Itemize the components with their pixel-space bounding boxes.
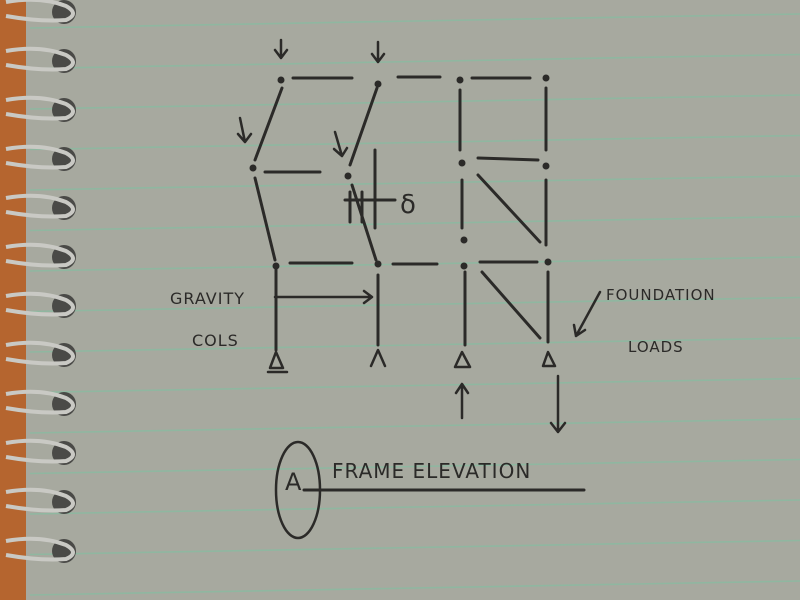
frame-elevation-drawing (253, 75, 550, 352)
ruled-line (29, 94, 800, 110)
frame-joint (374, 80, 382, 88)
frame-joint (458, 159, 466, 167)
frame-joint (272, 262, 280, 270)
ruled-line (29, 215, 800, 232)
load-arrows (236, 38, 602, 434)
gravity-arrow (273, 289, 374, 305)
brace-lower (480, 270, 542, 340)
frame-joint (344, 172, 352, 180)
ruled-line (29, 377, 800, 394)
ruled-line (29, 418, 800, 434)
spiral-coil (5, 487, 75, 513)
ruled-line (29, 458, 800, 475)
spiral-coil (5, 95, 75, 121)
spiral-coil (5, 389, 75, 415)
spiral-coil (5, 193, 75, 219)
delta-label: δ (400, 190, 417, 220)
arrow-mid-second (332, 130, 349, 158)
spiral-coil (5, 46, 75, 72)
ruled-line (29, 539, 800, 556)
arrow-mid-left (236, 116, 253, 144)
ruled-line (29, 175, 800, 191)
frame-joint (277, 76, 285, 84)
pin-support-2 (369, 348, 387, 368)
column-2-upper (348, 86, 379, 167)
ruled-line (29, 337, 800, 353)
foundation-label: FOUNDATION (606, 286, 716, 304)
frame-joint (374, 260, 382, 268)
frame-joint (460, 262, 468, 270)
ruled-line (29, 53, 800, 70)
frame-joint (544, 258, 552, 266)
spiral-coil (5, 0, 75, 23)
spiral-coil (5, 438, 75, 464)
pin-support-4 (541, 350, 557, 368)
gravity-label: GRAVITY (170, 289, 245, 308)
loads-label: LOADS (628, 338, 684, 356)
supports (266, 348, 557, 374)
beam-mid-2 (476, 156, 540, 162)
cols-label: COLS (192, 331, 239, 350)
ruled-line (29, 13, 800, 29)
ruled-line (29, 580, 800, 596)
spiral-coil (5, 340, 75, 366)
spiral-coil (5, 144, 75, 170)
column-left-upper (253, 86, 284, 162)
frame-joint (542, 162, 550, 170)
pin-support-1 (266, 350, 289, 374)
column-2-lower (350, 183, 378, 262)
spiral-binding (5, 0, 76, 563)
diagram-title: FRAME ELEVATION (332, 459, 531, 483)
frame-joint (456, 76, 464, 84)
column-left-lower (253, 176, 277, 262)
title-mark: A (285, 468, 302, 496)
spiral-coil (5, 291, 75, 317)
frame-joint (460, 236, 468, 244)
pin-support-3 (453, 350, 472, 369)
brace-upper (476, 173, 542, 244)
ruled-line (29, 296, 800, 313)
frame-joint (249, 164, 257, 172)
spiral-coil (5, 536, 75, 562)
frame-joint (542, 74, 550, 82)
arrow-top-second (370, 40, 386, 64)
foundation-arrow (572, 290, 602, 338)
frame-joints (249, 74, 552, 270)
ruled-line (29, 499, 800, 515)
spiral-coil (5, 242, 75, 268)
arrow-top-left (273, 38, 289, 60)
down-arrow (549, 374, 567, 434)
uplift-arrow (454, 382, 470, 420)
ruled-line (29, 134, 800, 151)
